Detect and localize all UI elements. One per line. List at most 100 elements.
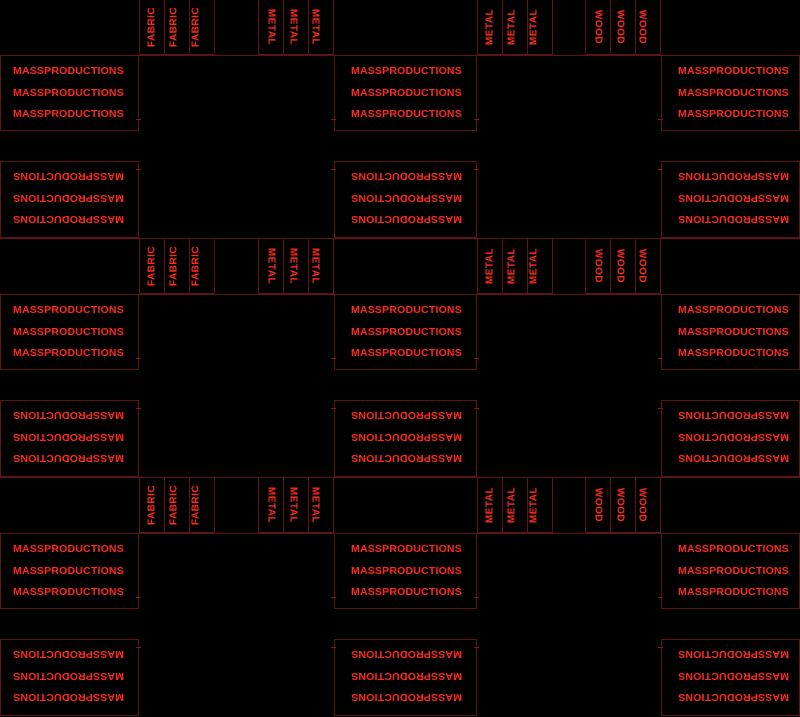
brand-label: MASSPRODUCTIONS — [678, 170, 789, 182]
metal-strip — [477, 0, 553, 55]
tick-mark — [658, 358, 663, 359]
column-divider — [189, 477, 190, 533]
brand-label: MASSPRODUCTIONS — [678, 430, 789, 443]
brand-label: MASSPRODUCTIONS — [678, 347, 789, 359]
brand-label: MASSPRODUCTIONS — [13, 170, 124, 182]
brand-label: MASSPRODUCTIONS — [13, 347, 124, 359]
fabric-label: FABRIC — [146, 484, 157, 526]
brand-label: MASSPRODUCTIONS — [351, 191, 462, 204]
column-divider — [610, 238, 611, 294]
brand-label: MASSPRODUCTIONS — [13, 648, 124, 660]
metal-label: METAL — [506, 486, 517, 524]
fabric-label: FABRIC — [146, 6, 157, 48]
column-divider — [164, 0, 165, 55]
column-divider — [308, 477, 309, 533]
column-divider — [164, 477, 165, 533]
row-divider — [0, 477, 800, 478]
column-divider — [635, 477, 636, 533]
fabric-label: FABRIC — [190, 245, 201, 287]
brand-label: MASSPRODUCTIONS — [351, 213, 462, 225]
brand-label: MASSPRODUCTIONS — [351, 86, 462, 99]
tick-mark — [331, 169, 336, 170]
brand-label: MASSPRODUCTIONS — [13, 86, 124, 99]
tick-mark — [474, 119, 479, 120]
metal-label: METAL — [309, 247, 320, 285]
brand-label: MASSPRODUCTIONS — [13, 543, 124, 555]
brand-label: MASSPRODUCTIONS — [13, 452, 124, 464]
tick-mark — [474, 358, 479, 359]
wood-strip — [585, 0, 661, 55]
brand-label: MASSPRODUCTIONS — [13, 564, 124, 577]
brand-label: MASSPRODUCTIONS — [678, 586, 789, 598]
wood-label: WOOD — [614, 9, 625, 45]
column-divider — [635, 0, 636, 55]
brand-label: MASSPRODUCTIONS — [351, 543, 462, 555]
tick-mark — [136, 169, 141, 170]
brand-label: MASSPRODUCTIONS — [13, 409, 124, 421]
tick-mark — [658, 169, 663, 170]
fabric-label: FABRIC — [146, 245, 157, 287]
tick-mark — [331, 408, 336, 409]
metal-label: METAL — [309, 486, 320, 524]
brand-label: MASSPRODUCTIONS — [13, 586, 124, 598]
metal-label: METAL — [528, 247, 539, 285]
tick-mark — [331, 647, 336, 648]
fabric-label: FABRIC — [168, 484, 179, 526]
column-divider — [283, 238, 284, 294]
brand-label: MASSPRODUCTIONS — [13, 108, 124, 120]
column-divider — [283, 0, 284, 55]
metal-label: METAL — [287, 8, 298, 46]
brand-label: MASSPRODUCTIONS — [678, 452, 789, 464]
column-divider — [308, 0, 309, 55]
wood-label: WOOD — [636, 487, 647, 523]
metal-label: METAL — [309, 8, 320, 46]
metal-label: METAL — [484, 247, 495, 285]
brand-label: MASSPRODUCTIONS — [13, 691, 124, 703]
tick-mark — [658, 408, 663, 409]
brand-label: MASSPRODUCTIONS — [678, 409, 789, 421]
brand-label: MASSPRODUCTIONS — [13, 430, 124, 443]
tick-mark — [474, 597, 479, 598]
brand-label: MASSPRODUCTIONS — [678, 691, 789, 703]
brand-label: MASSPRODUCTIONS — [351, 325, 462, 338]
tick-mark — [331, 358, 336, 359]
brand-block — [0, 294, 139, 370]
brand-label: MASSPRODUCTIONS — [678, 304, 789, 316]
column-divider — [502, 477, 503, 533]
brand-label: MASSPRODUCTIONS — [351, 452, 462, 464]
brand-block-flipped — [0, 400, 139, 477]
column-divider — [189, 238, 190, 294]
tick-mark — [136, 119, 141, 120]
brand-label: MASSPRODUCTIONS — [678, 564, 789, 577]
brand-label: MASSPRODUCTIONS — [678, 86, 789, 99]
wood-label: WOOD — [592, 248, 603, 284]
tick-mark — [474, 647, 479, 648]
row-divider — [0, 238, 800, 239]
metal-label: METAL — [265, 247, 276, 285]
brand-block — [334, 294, 477, 370]
fabric-label: FABRIC — [168, 6, 179, 48]
tick-mark — [331, 119, 336, 120]
brand-label: MASSPRODUCTIONS — [351, 691, 462, 703]
fabric-strip — [139, 0, 215, 55]
metal-label: METAL — [484, 8, 495, 46]
column-divider — [189, 0, 190, 55]
wood-label: WOOD — [614, 248, 625, 284]
fabric-label: FABRIC — [190, 6, 201, 48]
brand-label: MASSPRODUCTIONS — [351, 409, 462, 421]
brand-block — [0, 55, 139, 131]
column-divider — [610, 477, 611, 533]
metal-label: METAL — [265, 486, 276, 524]
brand-label: MASSPRODUCTIONS — [351, 586, 462, 598]
metal-label: METAL — [528, 8, 539, 46]
brand-label: MASSPRODUCTIONS — [351, 347, 462, 359]
wood-label: WOOD — [614, 487, 625, 523]
tick-mark — [331, 597, 336, 598]
column-divider — [527, 238, 528, 294]
brand-label: MASSPRODUCTIONS — [13, 65, 124, 77]
column-divider — [283, 477, 284, 533]
brand-block-flipped — [0, 161, 139, 238]
column-divider — [502, 0, 503, 55]
